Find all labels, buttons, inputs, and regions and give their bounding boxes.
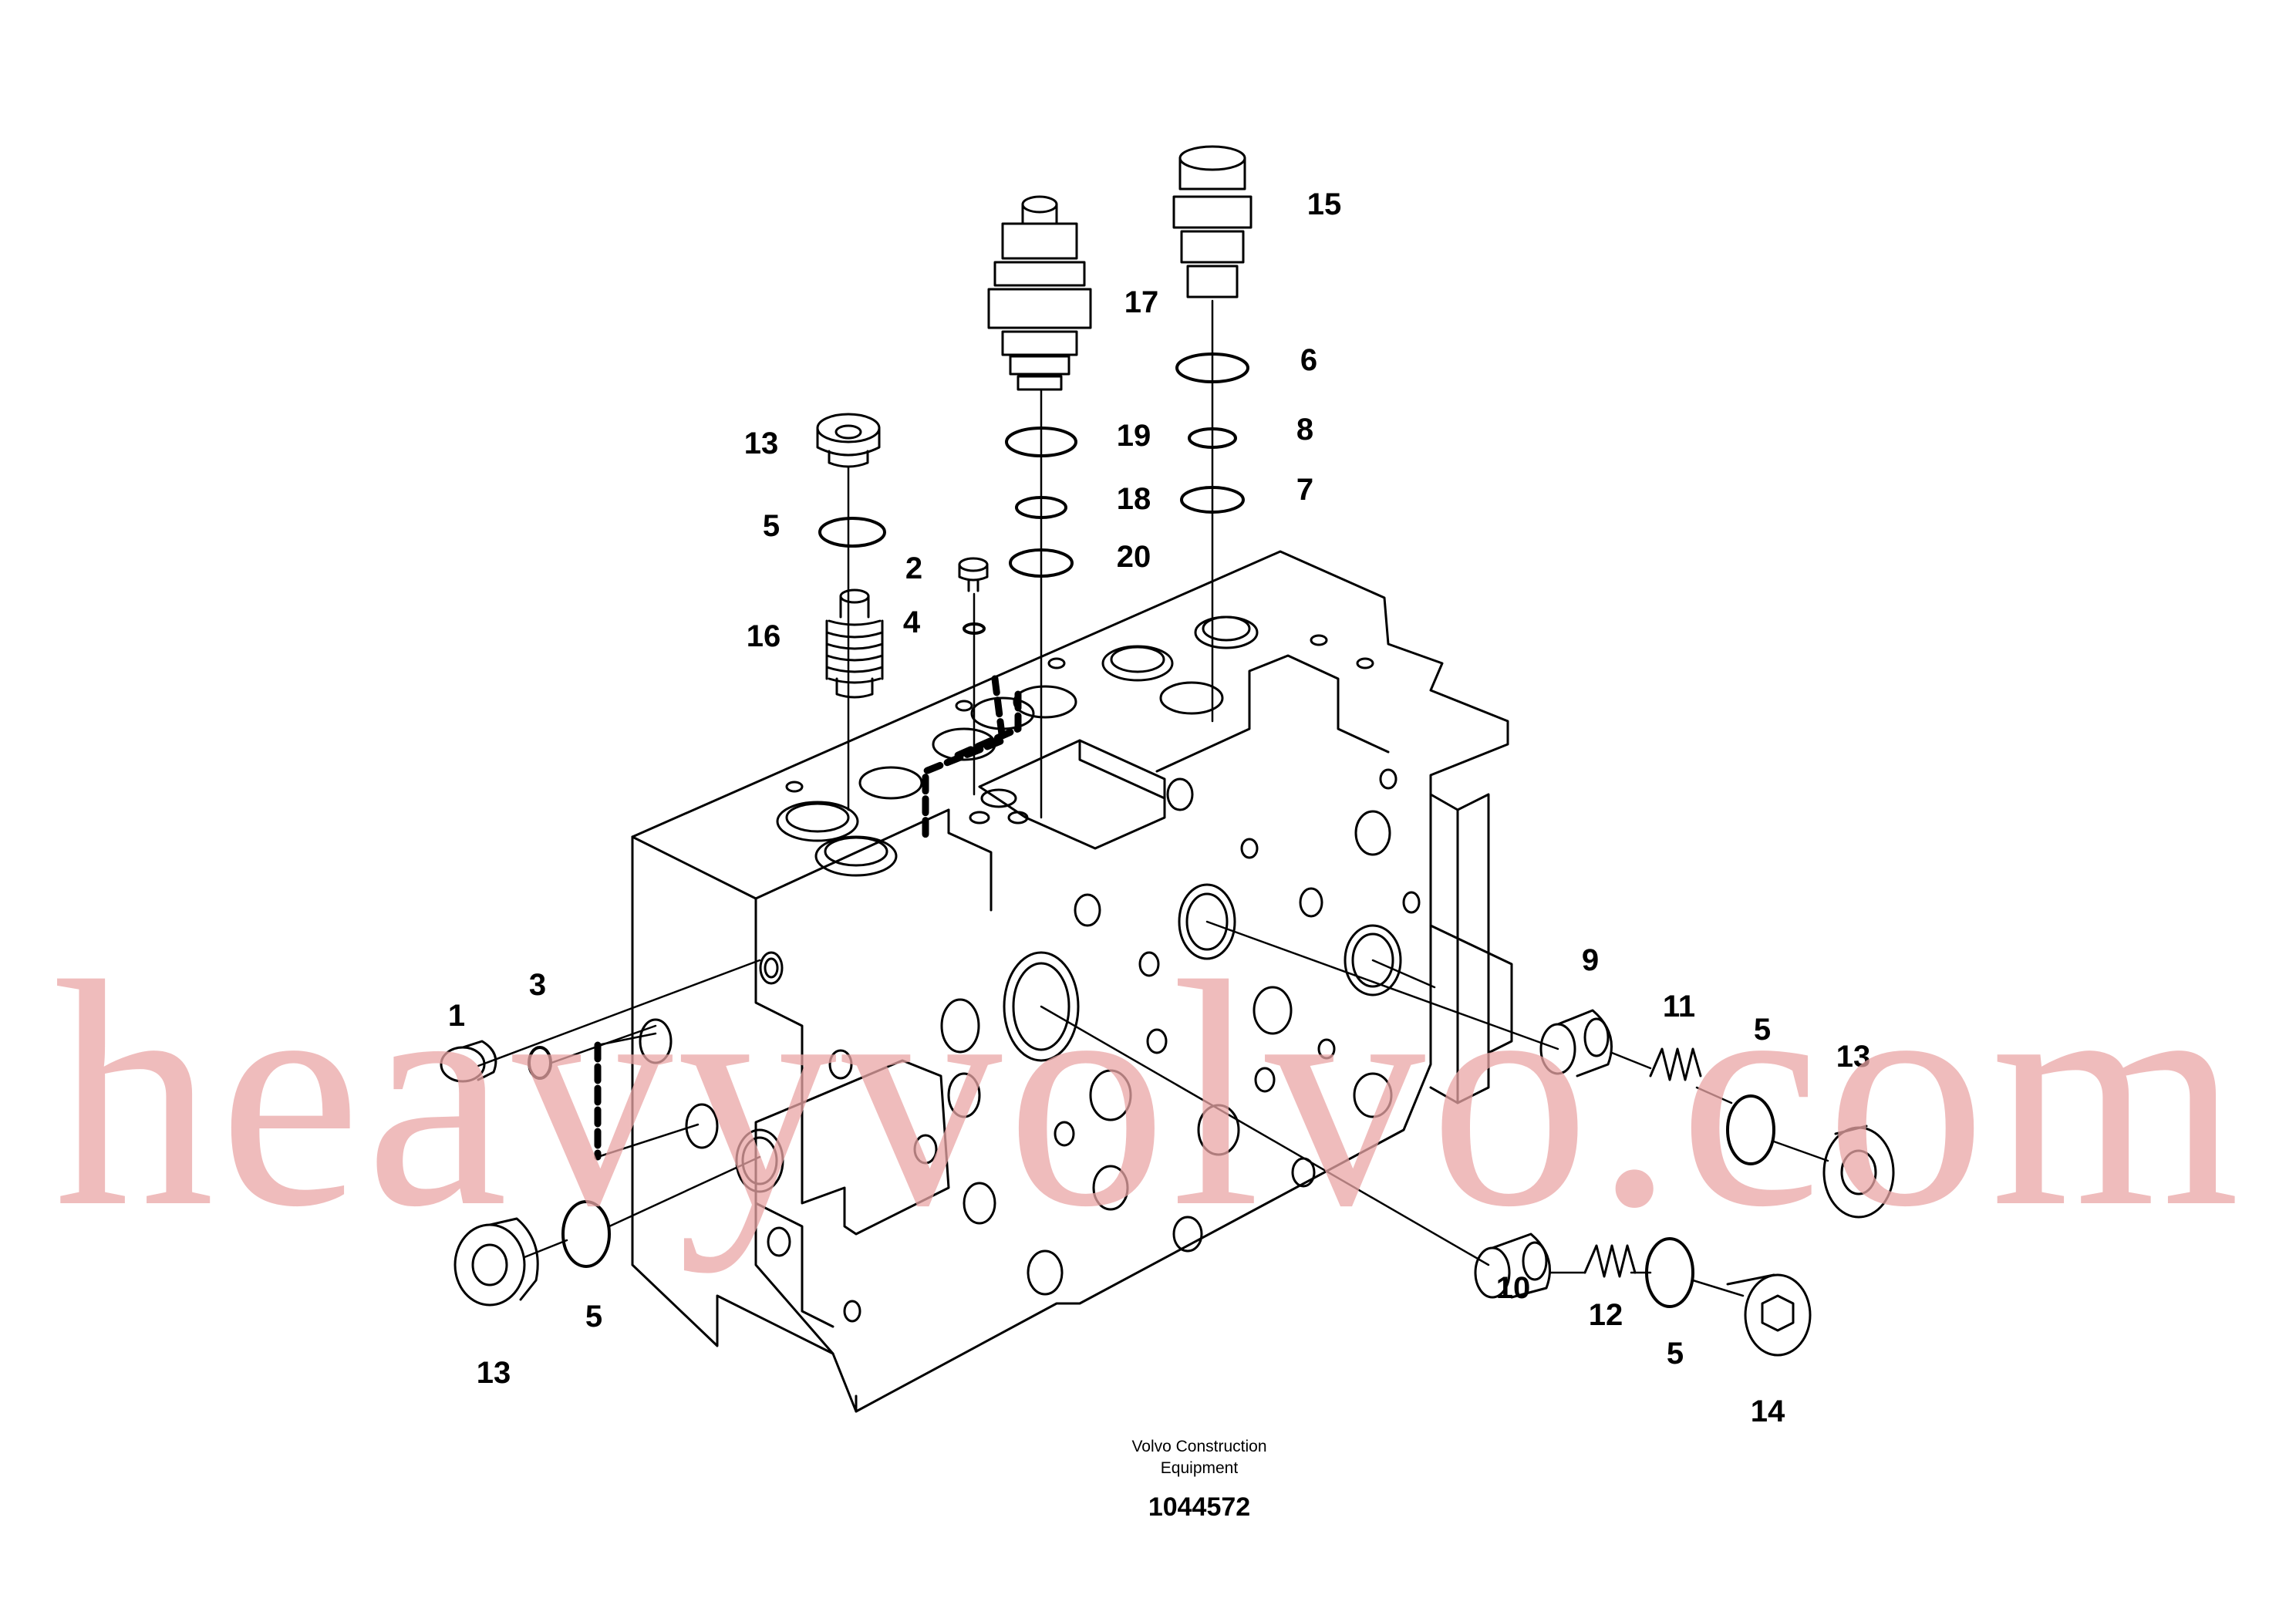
valve-15 — [1172, 145, 1253, 298]
callout-label-14: 14 — [1751, 1394, 1785, 1428]
spring-12 — [1583, 1244, 1637, 1278]
sleeve-9 — [1539, 1009, 1613, 1077]
callout-label-5: 5 — [763, 509, 780, 543]
callout-label-15: 15 — [1307, 187, 1342, 221]
drawing-number: 1044572 — [1148, 1492, 1250, 1522]
callout-label-4: 4 — [903, 605, 921, 639]
callout-label-9: 9 — [1582, 943, 1599, 977]
callout-label-18: 18 — [1117, 482, 1151, 516]
callout-label-5: 5 — [585, 1300, 602, 1334]
callout-label-20: 20 — [1117, 540, 1151, 574]
callout-label-16: 16 — [747, 619, 781, 653]
callout-label-2: 2 — [905, 551, 922, 585]
callout-label-10: 10 — [1496, 1271, 1531, 1305]
footer-line-1: Volvo Construction — [1131, 1438, 1266, 1455]
watermark-text: heavyvolvo.com — [54, 915, 2244, 1274]
callout-label-13: 13 — [744, 427, 779, 460]
o-ring-5-left — [561, 1200, 611, 1268]
valve-spring-16 — [825, 588, 884, 699]
callout-label-19: 19 — [1117, 419, 1151, 453]
callout-label-17: 17 — [1124, 285, 1159, 319]
sleeve-10 — [1474, 1233, 1551, 1299]
footer-block: Volvo Construction Equipment 1044572 — [1131, 1438, 1266, 1522]
valve-block-body — [631, 550, 1513, 1413]
o-ring-5-right — [1726, 1094, 1775, 1165]
relief-valve-17 — [987, 195, 1092, 391]
callout-label-1: 1 — [448, 999, 465, 1033]
callout-label-7: 7 — [1296, 473, 1313, 507]
callout-label-6: 6 — [1300, 343, 1317, 377]
callout-label-11: 11 — [1663, 990, 1695, 1023]
plug-13-top — [816, 413, 881, 468]
footer-line-2: Equipment — [1161, 1459, 1239, 1477]
callout-label-8: 8 — [1296, 413, 1313, 447]
locating-line — [596, 1032, 700, 1158]
plug-14 — [1726, 1273, 1812, 1357]
callout-label-13: 13 — [477, 1356, 511, 1390]
callout-label-5: 5 — [1667, 1337, 1684, 1371]
callout-label-13: 13 — [1836, 1040, 1871, 1074]
callout-label-5: 5 — [1754, 1013, 1771, 1047]
plug-13-left — [453, 1217, 539, 1307]
assembly-lines — [477, 299, 1829, 1297]
callout-label-3: 3 — [529, 968, 546, 1002]
spring-11 — [1649, 1047, 1702, 1081]
callout-label-12: 12 — [1589, 1298, 1623, 1332]
plug-13-right — [1822, 1125, 1895, 1219]
cap-screw-2 — [958, 557, 989, 592]
dashed-assembly-lines — [594, 675, 1022, 1161]
o-ring-5-top — [818, 517, 886, 548]
